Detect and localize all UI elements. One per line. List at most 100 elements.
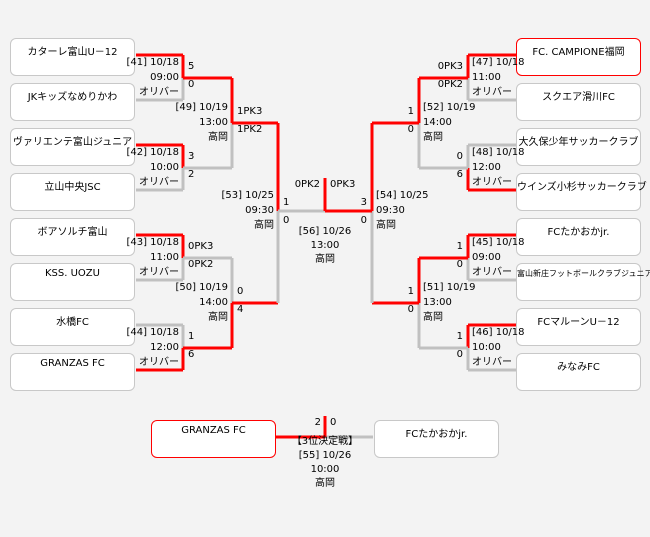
- match-venue: オリバー: [472, 177, 512, 188]
- score-bottom: 4: [237, 304, 244, 315]
- team-name: みなみFC: [557, 362, 600, 373]
- score-top: 3: [360, 197, 367, 208]
- match-label: [54] 10/25: [376, 190, 429, 201]
- score-bottom: 6: [188, 349, 195, 360]
- match-label: [46] 10/18: [472, 327, 525, 338]
- score-top: 0PK3: [437, 61, 463, 72]
- match-label: [41] 10/18: [126, 57, 179, 68]
- match-label: [53] 10/25: [221, 190, 274, 201]
- score-bottom: 0PK2: [437, 79, 463, 90]
- third-place-label: [55] 10/26: [298, 450, 352, 461]
- team-name: JKキッズなめりかわ: [27, 92, 118, 103]
- team-name: FCたかおかjr.: [405, 429, 468, 440]
- match-venue: 高岡: [423, 132, 443, 143]
- team-name: ウインズ小杉サッカークラブ: [517, 182, 647, 193]
- match-time: 10:00: [150, 162, 179, 173]
- score-top: 1: [456, 241, 463, 252]
- team-name: FC. CAMPIONE福岡: [532, 47, 625, 58]
- score-bottom: 0: [456, 259, 463, 270]
- score-bottom: 0: [360, 215, 367, 226]
- match-label: [43] 10/18: [126, 237, 179, 248]
- team-name: スクエア滑川FC: [542, 92, 615, 103]
- score-bottom: 2: [188, 169, 195, 180]
- match-venue: オリバー: [139, 177, 179, 188]
- score-bottom: 0: [188, 79, 195, 90]
- third-score-left: 2: [314, 417, 321, 428]
- team-box-left[interactable]: ヴァリエンテ富山ジュニア: [10, 128, 135, 166]
- score-top: 5: [188, 61, 195, 72]
- match-time: 12:00: [472, 162, 501, 173]
- match-venue: 高岡: [208, 132, 228, 143]
- match-time: 10:00: [472, 342, 501, 353]
- team-box-left[interactable]: 水橋FC: [10, 308, 135, 346]
- match-venue: 高岡: [254, 220, 274, 231]
- third-place-team-right[interactable]: FCたかおかjr.: [374, 420, 499, 458]
- team-box-left[interactable]: JKキッズなめりかわ: [10, 83, 135, 121]
- match-label: [47] 10/18: [472, 57, 525, 68]
- team-box-right[interactable]: FCたかおかjr.: [516, 218, 641, 256]
- score-top: 1PK3: [237, 106, 263, 117]
- team-name: FCたかおかjr.: [547, 227, 610, 238]
- team-box-left[interactable]: KSS. UOZU: [10, 263, 135, 301]
- final-time: 13:00: [310, 240, 340, 251]
- score-top: 1: [283, 197, 290, 208]
- match-venue: オリバー: [472, 267, 512, 278]
- score-top: 3: [188, 151, 195, 162]
- match-venue: オリバー: [139, 267, 179, 278]
- team-box-right[interactable]: スクエア滑川FC: [516, 83, 641, 121]
- score-top: 1: [407, 286, 414, 297]
- team-name: カターレ富山U－12: [27, 47, 118, 58]
- score-bottom: 0: [407, 124, 414, 135]
- team-box-left[interactable]: カターレ富山U－12: [10, 38, 135, 76]
- team-name: KSS. UOZU: [45, 268, 100, 279]
- score-top: 0: [456, 151, 463, 162]
- team-name: ボアソルチ富山: [37, 227, 108, 238]
- team-box-right[interactable]: 富山新庄フットボールクラブジュニア: [516, 263, 650, 301]
- match-time: 11:00: [472, 72, 501, 83]
- match-label: [44] 10/18: [126, 327, 179, 338]
- third-place-title: 【3位決定戦】: [291, 436, 359, 447]
- team-name: GRANZAS FC: [181, 425, 246, 436]
- score-bottom: 0: [283, 215, 290, 226]
- team-name: 富山新庄フットボールクラブジュニア: [517, 269, 650, 278]
- match-time: 09:30: [376, 205, 405, 216]
- match-venue: オリバー: [139, 357, 179, 368]
- match-time: 14:00: [199, 297, 228, 308]
- match-venue: オリバー: [472, 357, 512, 368]
- third-score-right: 0: [330, 417, 337, 428]
- score-top: 1: [407, 106, 414, 117]
- team-box-right[interactable]: ウインズ小杉サッカークラブ: [516, 173, 647, 211]
- score-top: 0: [237, 286, 244, 297]
- team-name: FCマルーンU－12: [537, 317, 620, 328]
- team-box-right[interactable]: みなみFC: [516, 353, 641, 391]
- third-place-team-left[interactable]: GRANZAS FC: [151, 420, 276, 458]
- match-time: 09:30: [245, 205, 274, 216]
- team-box-right[interactable]: FC. CAMPIONE福岡: [516, 38, 641, 76]
- match-time: 14:00: [423, 117, 452, 128]
- match-label: [42] 10/18: [126, 147, 179, 158]
- match-label: [50] 10/19: [175, 282, 228, 293]
- score-top: 1: [456, 331, 463, 342]
- match-label: [45] 10/18: [472, 237, 525, 248]
- team-box-left[interactable]: 立山中央JSC: [10, 173, 135, 211]
- match-label: [48] 10/18: [472, 147, 525, 158]
- match-venue: オリバー: [472, 87, 512, 98]
- match-venue: オリバー: [139, 87, 179, 98]
- team-name: ヴァリエンテ富山ジュニア: [12, 137, 133, 148]
- team-name: 大久保少年サッカークラブ: [518, 137, 639, 148]
- match-label: [49] 10/19: [175, 102, 228, 113]
- team-box-right[interactable]: FCマルーンU－12: [516, 308, 641, 346]
- final-score-left: 0PK2: [294, 179, 320, 190]
- match-label: [52] 10/19: [423, 102, 476, 113]
- team-box-left[interactable]: GRANZAS FC: [10, 353, 135, 391]
- match-venue: 高岡: [376, 220, 396, 231]
- team-box-left[interactable]: ボアソルチ富山: [10, 218, 135, 256]
- score-bottom: 1PK2: [237, 124, 263, 135]
- match-venue: 高岡: [208, 312, 228, 323]
- score-top: 1: [188, 331, 195, 342]
- score-bottom: 0: [407, 304, 414, 315]
- team-box-right[interactable]: 大久保少年サッカークラブ: [516, 128, 641, 166]
- match-venue: 高岡: [423, 312, 443, 323]
- team-name: 立山中央JSC: [44, 182, 101, 193]
